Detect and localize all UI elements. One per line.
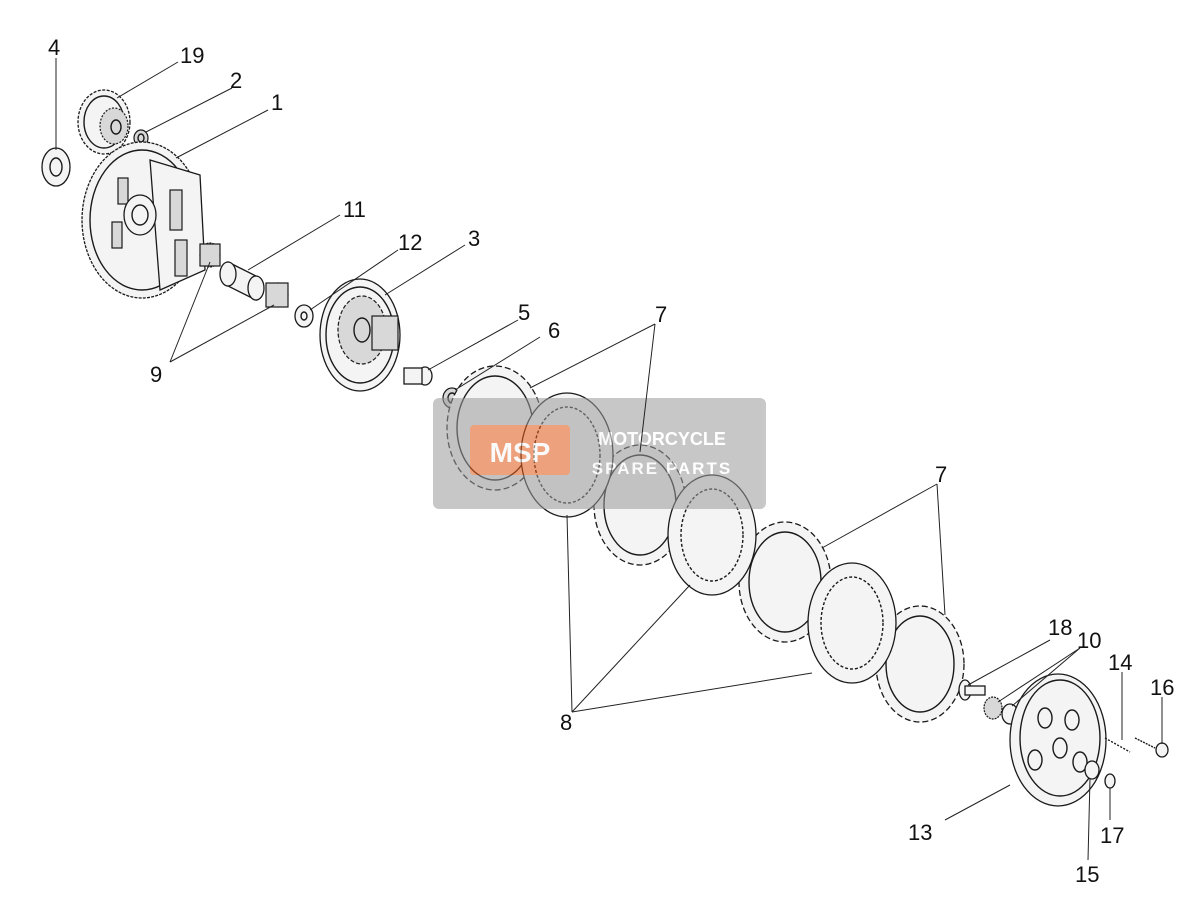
callout-14: 14	[1108, 650, 1132, 675]
callout-11: 11	[343, 197, 366, 222]
leader-8-1	[566, 514, 573, 713]
part-9-needle-bearings	[199, 242, 289, 308]
leader-8-2	[571, 584, 691, 713]
leader-8-3	[571, 672, 813, 713]
leader-10b	[1011, 647, 1081, 707]
callout-9: 9	[150, 362, 162, 387]
part-4-washer	[41, 147, 71, 187]
callout-5: 5	[518, 300, 530, 325]
leader-11	[247, 214, 341, 271]
leader-1	[175, 109, 269, 159]
callout-3: 3	[468, 226, 480, 251]
leader-7b-1	[821, 483, 938, 549]
callout-12: 12	[398, 230, 422, 255]
callout-labels: 4 19 2 1 11 12 3 9 5 6 7 7 8 18 10 14 16…	[48, 35, 1174, 887]
leader-12	[309, 249, 399, 311]
leader-3	[384, 244, 466, 296]
leader-lines	[55, 58, 1163, 861]
leader-7a-1	[529, 323, 656, 389]
part-5-washer	[403, 366, 433, 386]
callout-1: 1	[271, 90, 283, 115]
callout-2: 2	[230, 68, 242, 93]
leader-5	[427, 319, 519, 371]
callout-16: 16	[1150, 675, 1174, 700]
part-3-clutch-hub	[319, 278, 401, 392]
part-12-thrust-washer	[294, 304, 314, 328]
callout-7b: 7	[935, 462, 947, 487]
part-13-pressure-plate	[1009, 673, 1107, 807]
callout-17: 17	[1100, 823, 1124, 848]
part-19-gear	[77, 89, 131, 155]
watermark-line2: SPARE PARTS	[592, 459, 732, 478]
leader-18	[967, 639, 1051, 686]
callout-10: 10	[1077, 628, 1101, 653]
part-11-sleeve	[219, 260, 265, 302]
part-17-ring	[1104, 773, 1116, 789]
watermark: MSP MOTORCYCLE SPARE PARTS	[433, 398, 766, 509]
callout-8: 8	[560, 710, 572, 735]
leader-19	[116, 61, 179, 99]
watermark-line1: MOTORCYCLE	[598, 429, 726, 449]
leader-15	[1087, 777, 1091, 861]
watermark-badge	[470, 425, 570, 475]
callout-19: 19	[180, 43, 204, 68]
leader-10a	[997, 647, 1081, 703]
leader-2	[145, 87, 233, 133]
part-14-spring	[1104, 737, 1131, 753]
part-16-bolt	[1134, 737, 1169, 758]
part-15-washer	[1084, 760, 1100, 780]
callout-7a: 7	[655, 302, 667, 327]
leader-7a-2	[639, 323, 656, 453]
leader-13	[944, 784, 1011, 821]
callout-18: 18	[1048, 615, 1072, 640]
callout-6: 6	[548, 318, 560, 343]
callout-15: 15	[1075, 862, 1099, 887]
callout-4: 4	[48, 35, 60, 60]
part-8-steel-plate-3	[807, 562, 897, 684]
part-1-clutch-basket	[81, 141, 206, 299]
leader-6	[454, 336, 541, 391]
watermark-badge-text: MSP	[490, 437, 551, 468]
leader-9b	[169, 304, 275, 363]
leader-7b-2	[936, 483, 946, 616]
leader-9a	[169, 261, 211, 363]
part-7-friction-disc-4	[875, 605, 965, 723]
callout-13: 13	[908, 820, 932, 845]
